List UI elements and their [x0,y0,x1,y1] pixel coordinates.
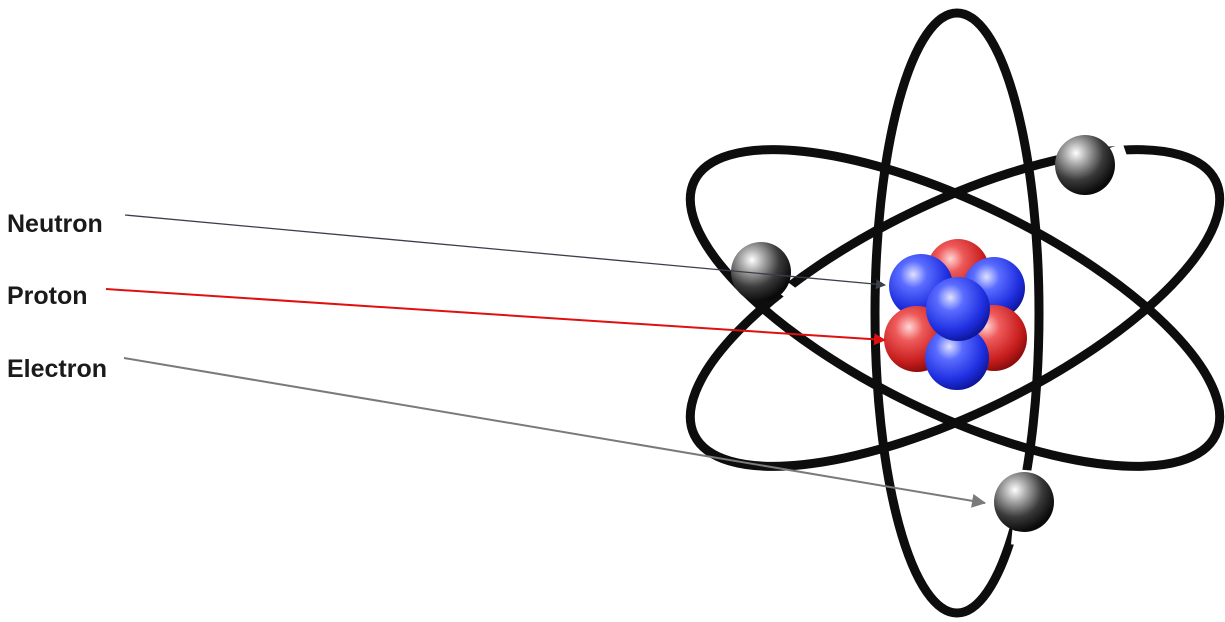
neutron-label: Neutron [7,210,103,238]
neutron-center [926,277,990,341]
electron-label: Electron [7,355,107,383]
labels: Neutron Proton Electron [7,210,107,383]
electron-bottom [994,472,1054,532]
electron-pointer [124,358,985,503]
proton-label: Proton [7,282,88,310]
electron-top-right [1055,135,1115,195]
nucleus [884,239,1027,390]
